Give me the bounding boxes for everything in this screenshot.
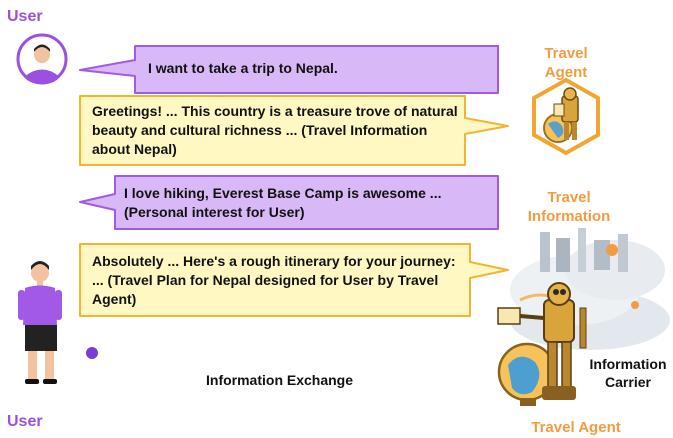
travel-agent-icon	[532, 77, 600, 156]
travel-information-label: Travel Information	[527, 189, 611, 225]
user-figure	[18, 261, 62, 384]
message-text-1: I want to take a trip to Nepal.	[148, 60, 338, 76]
agent-message-bubble-2	[79, 243, 509, 317]
information-carrier-robot	[497, 282, 587, 406]
bottom-user-label: User	[7, 413, 43, 430]
information-exchange-line	[86, 347, 498, 359]
message-text-4: Absolutely ... Here's a rough itinerary …	[92, 253, 456, 307]
information-carrier-label: Information Carrier	[589, 356, 667, 390]
user-message-bubble-1	[79, 45, 499, 94]
user-message-bubble-2	[79, 175, 499, 230]
travel-agent-bottom-label: Travel Agent	[531, 419, 621, 436]
travel-information-illustration	[510, 228, 670, 350]
top-user-label: User	[7, 8, 43, 25]
message-text-2: Greetings! ... This country is a treasur…	[92, 103, 458, 157]
user-avatar	[16, 33, 68, 85]
message-text-3: I love hiking, Everest Base Camp is awes…	[124, 185, 442, 220]
travel-agent-label: Travel Agent	[544, 45, 588, 81]
information-exchange-label: Information Exchange	[206, 372, 354, 388]
agent-message-bubble-1	[79, 95, 509, 166]
